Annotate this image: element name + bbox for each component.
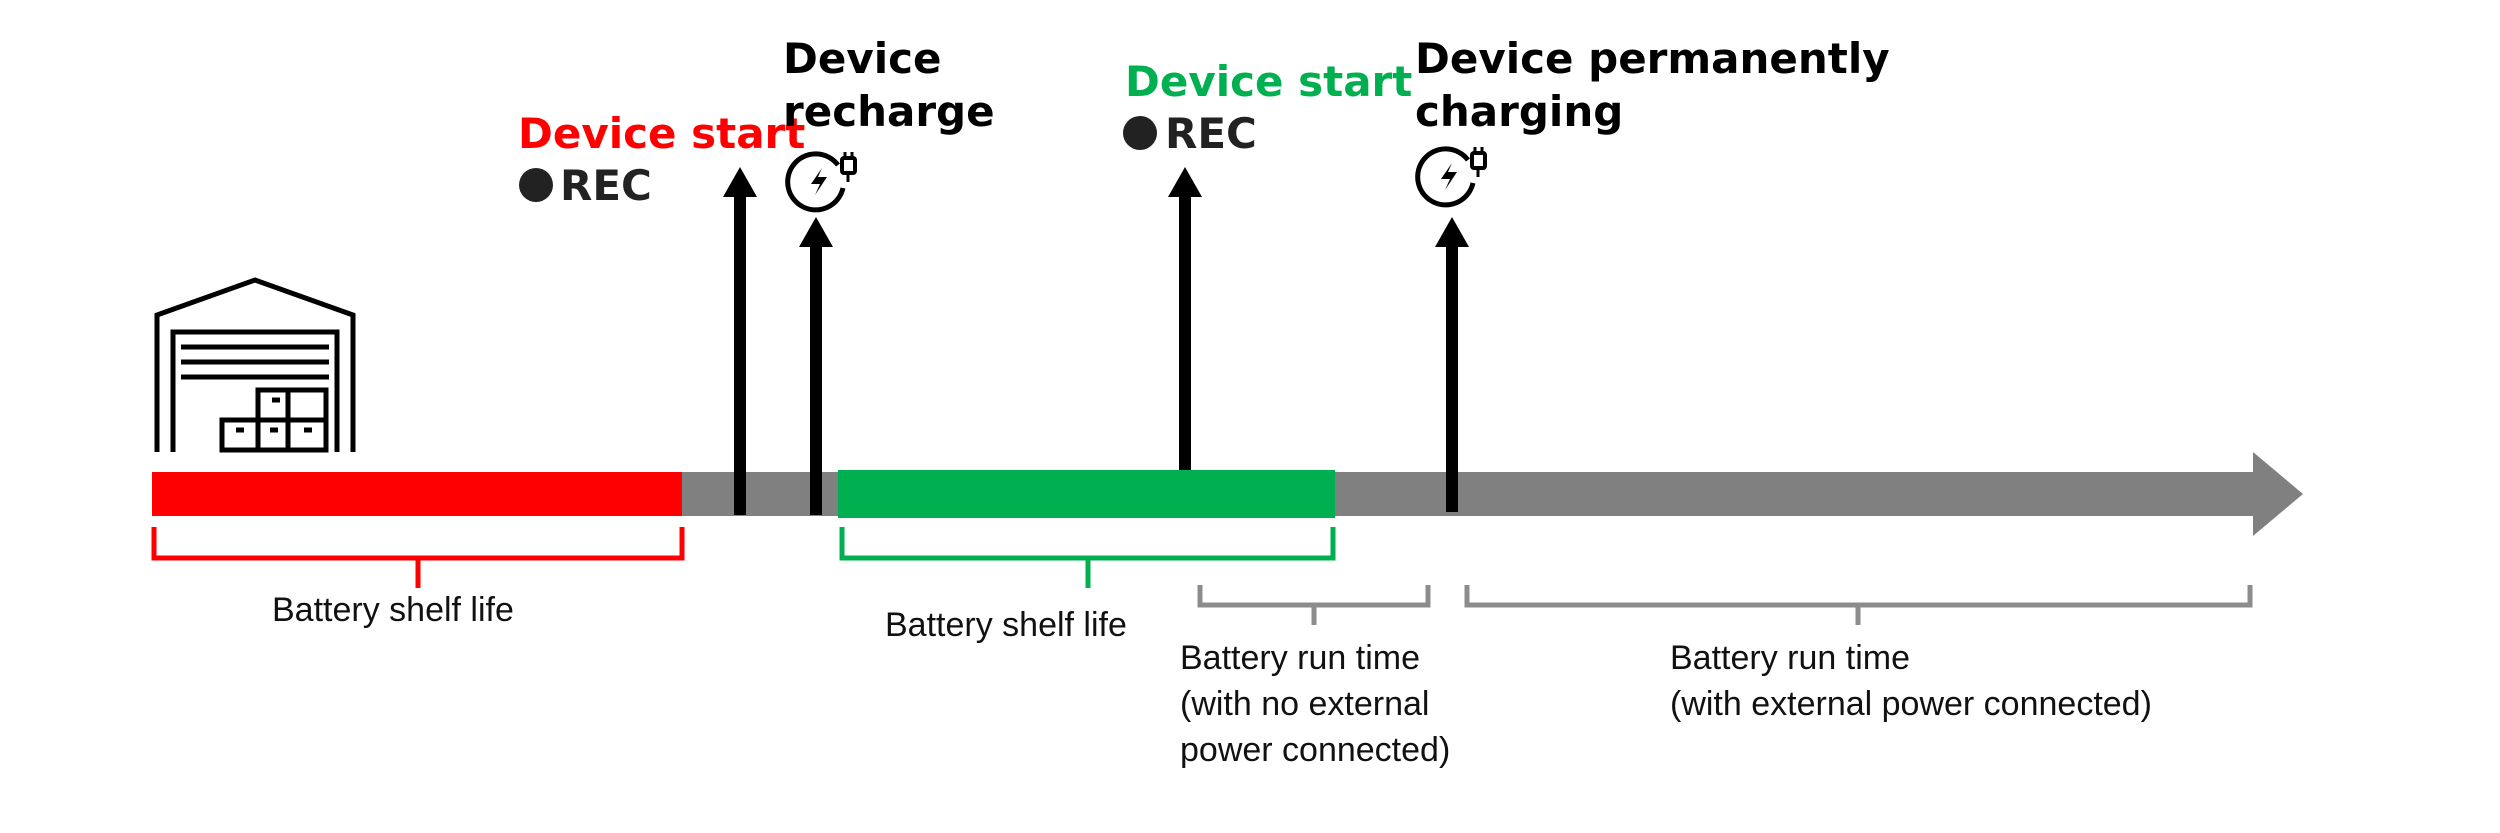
run-time-label-1: Battery run time (with no external power…	[1180, 635, 1450, 773]
event-title-line-1: Device permanently	[1415, 34, 1890, 83]
event-arrow-device-start-1	[723, 167, 757, 515]
event-title-line-2: recharge	[783, 86, 995, 136]
rec-label-1: REC	[560, 161, 652, 210]
record-dot-icon	[1123, 116, 1157, 150]
event-title-device-start-2: Device start	[1125, 56, 1412, 109]
event-title-text: Device start	[1125, 57, 1413, 106]
shelf-life-bracket-2	[839, 527, 1336, 588]
shelf-life-label-1: Battery shelf life	[272, 591, 514, 629]
event-arrow-device-start-2	[1168, 167, 1202, 470]
run-time-label-line: Battery run time	[1180, 639, 1420, 677]
event-title-permanent-charging: Device permanently charging	[1415, 33, 1890, 138]
event-arrow-permanent-charging	[1435, 217, 1469, 512]
shelf-life-bracket-1	[151, 527, 685, 588]
record-dot-icon	[519, 168, 553, 202]
charging-plug-icon	[1415, 146, 1487, 208]
run-time-bracket-1	[1197, 585, 1431, 625]
shelf-life-period-1	[152, 472, 682, 516]
shelf-life-label-2: Battery shelf life	[885, 606, 1127, 644]
run-time-label-line: (with external power connected)	[1670, 685, 2152, 723]
event-title-device-start-1: Device start	[518, 108, 805, 161]
warehouse-icon	[154, 277, 356, 453]
event-arrow-device-recharge	[799, 217, 833, 515]
run-time-label-2: Battery run time (with external power co…	[1670, 635, 2152, 727]
charging-plug-icon	[785, 151, 857, 213]
rec-label-2: REC	[1165, 109, 1257, 158]
run-time-label-line: power connected)	[1180, 731, 1451, 769]
event-title-line-2: charging	[1415, 86, 1624, 136]
timeline-arrowhead	[2253, 452, 2303, 536]
event-title-device-recharge: Device recharge	[783, 33, 995, 138]
event-title-text: Device start	[518, 109, 806, 158]
run-time-label-line: Battery run time	[1670, 639, 1910, 677]
run-time-label-line: (with no external	[1180, 685, 1430, 723]
shelf-life-period-2	[838, 470, 1335, 518]
event-title-line-1: Device	[783, 34, 942, 83]
run-time-bracket-2	[1464, 585, 2253, 625]
